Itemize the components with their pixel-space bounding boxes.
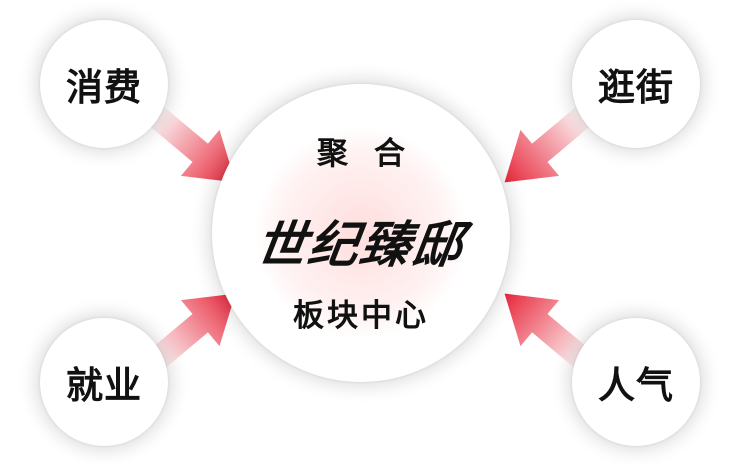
satellite-bottom-right: 人气 — [572, 318, 700, 446]
satellite-label: 逛街 — [598, 66, 674, 109]
center-subtitle: 板块中心 — [293, 298, 429, 334]
center-top-label: 聚合 — [317, 136, 431, 172]
satellite-top-right: 逛街 — [572, 20, 700, 148]
satellite-label: 消费 — [66, 66, 142, 109]
satellite-label: 人气 — [598, 364, 674, 407]
satellite-bottom-left: 就业 — [40, 318, 168, 446]
center-glow — [256, 128, 466, 338]
satellite-label: 就业 — [66, 364, 142, 407]
center-title: 世纪臻邸 — [252, 216, 469, 274]
arrow-top-left-icon — [134, 94, 236, 183]
satellite-top-left: 消费 — [40, 20, 168, 148]
